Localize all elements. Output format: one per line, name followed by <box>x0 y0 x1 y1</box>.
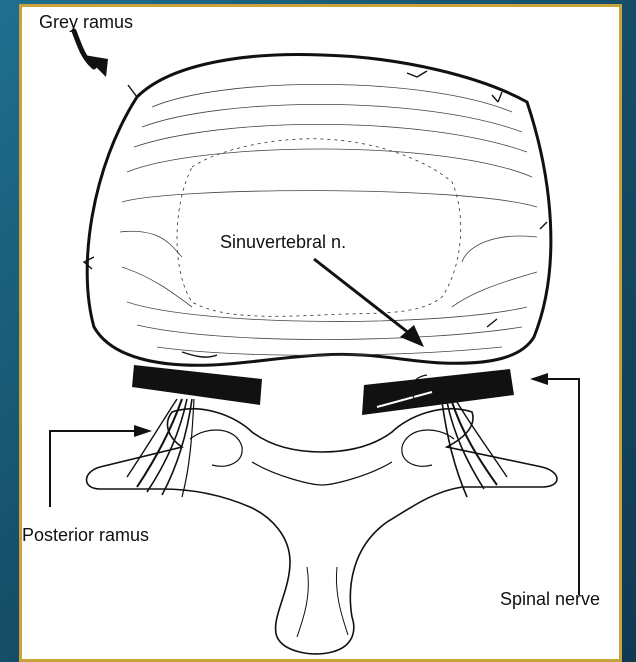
vertebra-diagram <box>22 7 619 659</box>
disc-outline <box>87 54 551 365</box>
label-sinuvertebral: Sinuvertebral n. <box>220 232 346 253</box>
diagram-frame: Grey ramus Sinuvertebral n. Posterior ra… <box>19 4 622 662</box>
vertebral-arch <box>87 409 558 654</box>
grey-ramus-arrow <box>74 31 108 77</box>
label-grey-ramus: Grey ramus <box>39 12 133 33</box>
label-spinal-nerve: Spinal nerve <box>500 589 600 610</box>
label-posterior-ramus: Posterior ramus <box>22 525 149 546</box>
